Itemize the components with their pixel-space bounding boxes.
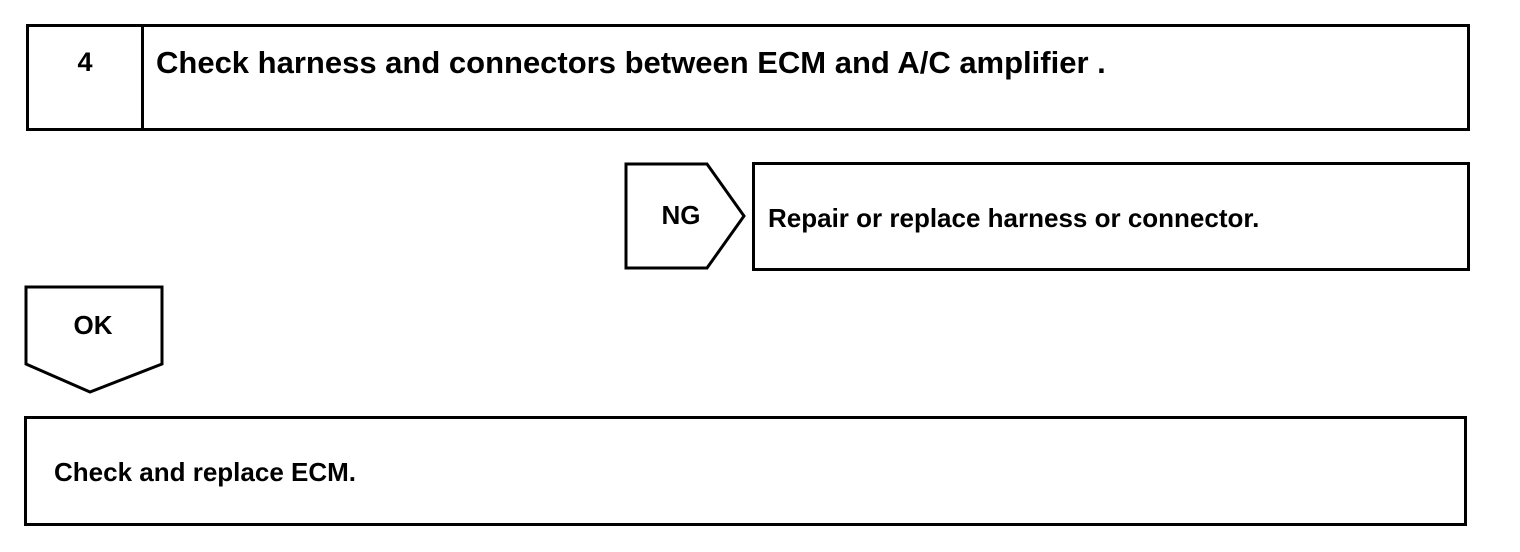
ng-action-box: Repair or replace harness or connector.	[752, 162, 1470, 271]
ok-arrow-shape	[24, 285, 164, 394]
ok-action-box: Check and replace ECM.	[24, 416, 1467, 526]
ok-action-text: Check and replace ECM.	[54, 457, 356, 487]
step-box: 4 Check harness and connectors between E…	[26, 24, 1470, 131]
ng-label: NG	[661, 200, 701, 230]
step-number-cell: 4	[29, 27, 144, 128]
ok-label: OK	[73, 310, 113, 340]
step-number: 4	[77, 47, 93, 77]
step-title: Check harness and connectors between ECM…	[156, 45, 1106, 80]
ng-action-text: Repair or replace harness or connector.	[768, 203, 1260, 233]
ng-arrow-shape	[624, 162, 746, 270]
